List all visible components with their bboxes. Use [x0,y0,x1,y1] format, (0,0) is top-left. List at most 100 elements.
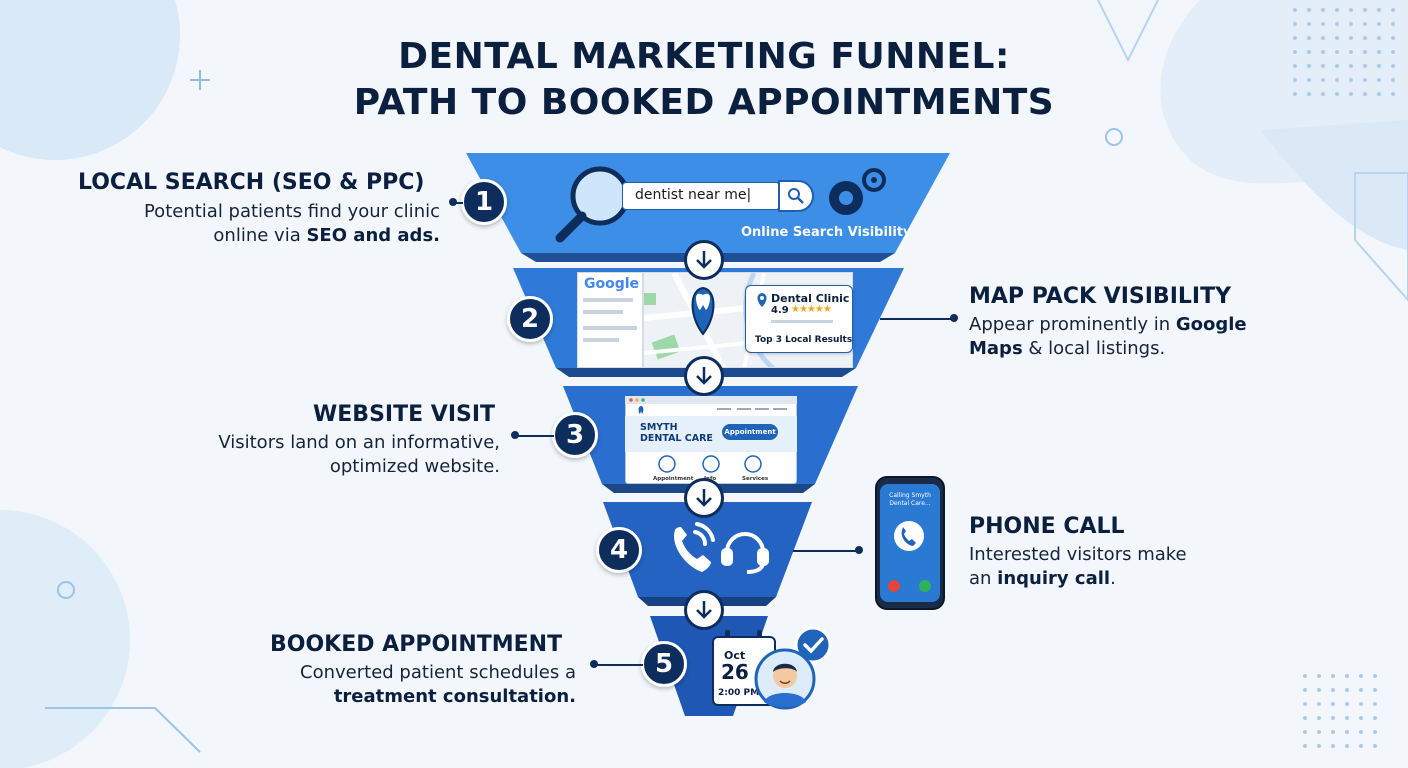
decor-dot [1303,744,1307,748]
decor-dot [1307,36,1311,40]
decor-dot [1335,78,1339,82]
decor-dot [1363,78,1367,82]
decor-dot [1373,744,1377,748]
decor-dot [1317,730,1321,734]
decor-dot [1349,64,1353,68]
connector-dot-3 [511,431,519,439]
stage-2-desc-line1-pre: Appear prominently in [969,314,1176,335]
stage-number-1: 1 [461,179,507,225]
decor-dot [1363,50,1367,54]
decor-dot [1307,78,1311,82]
decor-dot [1335,36,1339,40]
down-arrow-icon [684,356,724,396]
stage-2-desc: Appear prominently in Google Maps & loca… [969,313,1309,361]
decor-dot [1377,78,1381,82]
decor-dot [1335,22,1339,26]
decor-dot [1373,730,1377,734]
decor-dot [1293,8,1297,12]
decor-dot [1345,716,1349,720]
decor-dot [1317,716,1321,720]
decor-dot [1321,22,1325,26]
decor-dot [1391,64,1395,68]
decor-dot [1363,92,1367,96]
stage-4-desc-line2-post: . [1110,568,1116,589]
funnel-tier-4 [603,502,812,597]
page-title-line2: PATH TO BOOKED APPOINTMENTS [353,82,1055,123]
popup-footer: Top 3 Local Results [755,335,853,345]
page-title-line1: DENTAL MARKETING FUNNEL: [398,36,1010,77]
stage-number-4: 4 [596,527,642,573]
decor-dot [1349,78,1353,82]
stage-1-desc-line2: online via SEO and ads. [60,224,440,248]
stage-2-desc-line1-bold: Google [1175,314,1247,335]
decor-dot [1345,730,1349,734]
stage-3-desc-line2: optimized website. [329,456,500,477]
decor-dot [1363,64,1367,68]
stage-2-desc-line2: Maps & local listings. [969,337,1309,361]
decor-dot [1293,78,1297,82]
check-icon [794,626,832,664]
decor-dot [1331,744,1335,748]
decor-dot [1349,92,1353,96]
decor-dot [1293,92,1297,96]
decor-dot [1377,50,1381,54]
search-icon [778,180,814,212]
decor-dot [1345,674,1349,678]
decor-dot [1363,22,1367,26]
site-brand-line1: SMYTH [640,422,678,433]
decor-dot [1307,64,1311,68]
decor-dot [1335,64,1339,68]
stage-1-desc-line2-pre: online via [213,225,307,246]
stage-2-desc-line2-post: & local listings. [1022,338,1166,359]
decor-dot [1331,688,1335,692]
stage-3-desc-line1: Visitors land on an informative, [218,432,500,453]
phone-icon [674,522,715,572]
connector-dot-5 [590,660,598,668]
decor-dot [1303,702,1307,706]
headset-icon [721,532,769,574]
decor-dot [1303,716,1307,720]
popup-rating: 4.9 [771,305,789,316]
decor-dot [1293,36,1297,40]
decor-dot [1307,22,1311,26]
site-caption-3: Services [742,476,769,482]
decor-dot [1293,50,1297,54]
stage-1-desc-line1: Potential patients find your clinic [143,201,440,222]
phone-calling-text: Calling Smyth Dental Care... [880,492,940,508]
decor-dot [1321,92,1325,96]
stage-2-desc-line2-bold: Maps [969,338,1023,359]
decor-dot [1391,36,1395,40]
decor-dot [1359,674,1363,678]
stage-4-desc-line2-bold: inquiry call [997,568,1111,589]
calendar-month: Oct [724,649,746,662]
decor-dot [1363,8,1367,12]
phone-line2: Dental Care... [889,500,931,507]
decor-dot [1359,744,1363,748]
map-pin-icon [757,293,767,307]
decor-dot [1331,716,1335,720]
decor-dot [1373,688,1377,692]
decor-dot [1377,8,1381,12]
site-appointment-button: Appointment [722,424,778,440]
decor-dot [1363,36,1367,40]
connector-line-5 [596,664,643,666]
decor-dot [1373,702,1377,706]
decor-dot [1377,92,1381,96]
decor-dot [1377,64,1381,68]
decor-dot [1331,730,1335,734]
decor-dot [1377,36,1381,40]
stage-5-desc-line2-bold: treatment consultation. [333,686,576,707]
decor-dot [1303,730,1307,734]
decor-dot [1321,36,1325,40]
site-caption-1: Appointment [653,476,694,482]
decor-dot [1307,8,1311,12]
decor-dot [1359,730,1363,734]
connector-dot-4 [855,546,863,554]
stage-5-desc: Converted patient schedules a treatment … [200,661,576,709]
decor-dot [1349,22,1353,26]
stage-5-desc-line2: treatment consultation. [200,685,576,709]
stage-4-desc-line1: Interested visitors make [969,544,1187,565]
decor-dot [1349,50,1353,54]
stage-number-5: 5 [641,641,687,687]
